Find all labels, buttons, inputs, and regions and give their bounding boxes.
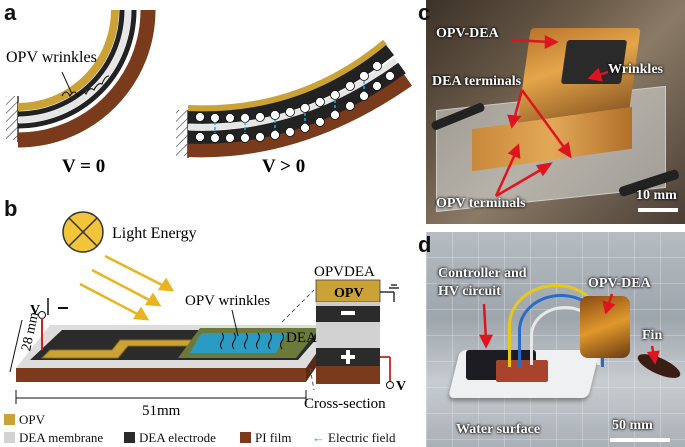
arrow-left-icon: ← xyxy=(312,430,325,445)
legend-swatch-opv xyxy=(4,414,15,425)
panel-d-photo: Controller and HV circuit OPV-DEA Fin Wa… xyxy=(426,232,685,447)
panel-d-pointers xyxy=(478,293,660,365)
scale-bar-d xyxy=(610,438,670,442)
state-off-label: V = 0 xyxy=(62,156,105,177)
cross-section-label: Cross-section xyxy=(304,396,386,412)
label-opv-dea-c: OPV-DEA xyxy=(436,26,499,41)
panel-b-diagram: Light Energy V OPV wrinkles 28 mm 51mm xyxy=(9,211,406,419)
state-on-label: V > 0 xyxy=(262,156,305,177)
light-rays xyxy=(79,254,175,321)
opv-wrinkles-label-a: OPV wrinkles xyxy=(6,49,97,66)
opv-wrinkles-label-b: OPV wrinkles xyxy=(185,293,270,309)
device-body xyxy=(16,325,336,382)
scale-bar-c xyxy=(638,208,678,212)
legend-item-opv: OPV xyxy=(4,412,45,428)
legend-label-electric-field: Electric field xyxy=(328,430,396,445)
label-dea-terminals: DEA terminals xyxy=(432,74,522,89)
legend-item-pi-film: PI film xyxy=(240,430,291,446)
dimension-length: 51mm xyxy=(142,403,181,419)
legend-item-electrode: DEA electrode xyxy=(124,430,216,446)
panel-a-diagram: OPV wrinkles V = 0 V > 0 xyxy=(6,9,412,177)
scale-label-d: 50 mm xyxy=(612,418,653,433)
stack-opv-label: OPV xyxy=(334,286,364,301)
stack-dea-label: DEA xyxy=(286,330,317,346)
label-opv-terminals: OPV terminals xyxy=(436,196,526,211)
actuator-actuated xyxy=(176,39,412,158)
legend-item-membrane: DEA membrane xyxy=(4,430,103,446)
panel-label-d: d xyxy=(418,232,432,257)
legend-swatch-electrode xyxy=(124,432,135,443)
panel-label-b: b xyxy=(4,196,18,221)
panel-c-pointers xyxy=(494,34,609,198)
cross-section-stack xyxy=(315,279,399,389)
legend-label-membrane: DEA membrane xyxy=(19,430,104,445)
label-fin: Fin xyxy=(642,328,663,343)
scale-label-c: 10 mm xyxy=(636,188,677,203)
legend-item-electric-field: ←Electric field xyxy=(312,430,396,446)
light-source-icon xyxy=(62,211,104,253)
label-opv-dea-d: OPV-DEA xyxy=(588,276,651,291)
legend: OPV DEA membrane DEA electrode PI film ←… xyxy=(0,410,420,447)
legend-label-pi-film: PI film xyxy=(255,430,292,445)
legend-label-electrode: DEA electrode xyxy=(139,430,216,445)
label-wrinkles: Wrinkles xyxy=(608,62,663,77)
legend-swatch-membrane xyxy=(4,432,15,443)
panel-label-a: a xyxy=(4,0,17,25)
legend-label-opv: OPV xyxy=(19,412,46,427)
actuator-relaxed xyxy=(6,9,156,148)
legend-swatch-pi-film xyxy=(240,432,251,443)
voltage-label-right: V xyxy=(396,379,406,394)
panel-label-c: c xyxy=(418,0,431,25)
voltage-probe-left xyxy=(38,298,68,350)
voltage-label-left: V xyxy=(30,303,40,318)
stack-title: OPVDEA xyxy=(314,264,375,280)
label-water-surface: Water surface xyxy=(456,422,541,437)
label-controller-line2: HV circuit xyxy=(438,284,501,299)
label-controller-line1: Controller and xyxy=(438,266,527,281)
light-energy-label: Light Energy xyxy=(112,225,197,242)
panel-c-photo: OPV-DEA Wrinkles DEA terminals OPV termi… xyxy=(426,0,685,224)
